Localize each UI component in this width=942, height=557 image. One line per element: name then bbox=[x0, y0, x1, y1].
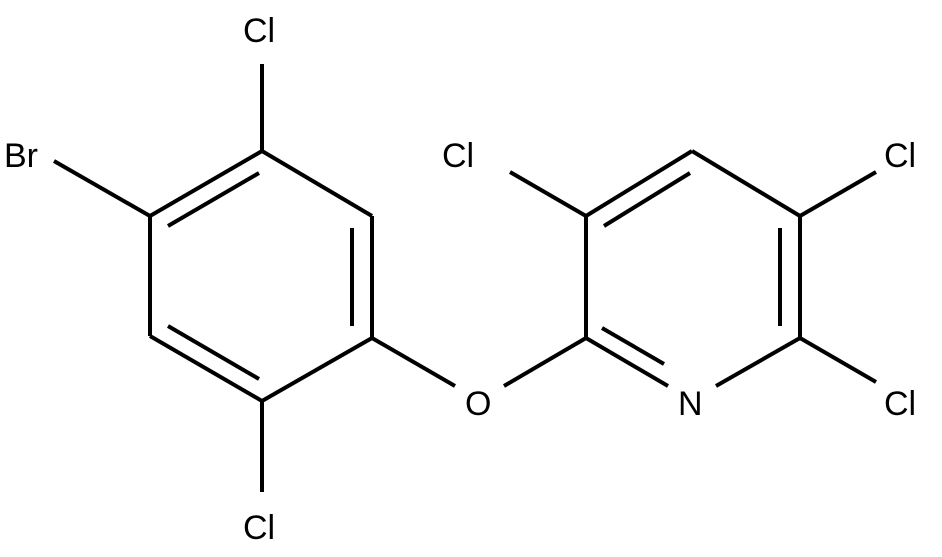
bond-p3-cl bbox=[508, 170, 588, 218]
bond-b3-b4 bbox=[148, 334, 264, 403]
atom-label-br: Br bbox=[4, 137, 38, 175]
bond-b1-b2-inner bbox=[166, 171, 261, 228]
atom-labels: Br Cl Cl O N Cl Cl Cl bbox=[4, 12, 916, 547]
bond-b2-br bbox=[53, 159, 151, 218]
atom-label-cl-bottom: Cl bbox=[243, 509, 275, 547]
bond-n-p2 bbox=[584, 336, 670, 388]
atom-label-o: O bbox=[465, 385, 491, 423]
atom-label-cl-pyr-3: Cl bbox=[442, 137, 474, 175]
bond-o-p2 bbox=[502, 336, 588, 388]
bond-p5-cl bbox=[798, 170, 878, 218]
atom-label-cl-pyr-6: Cl bbox=[884, 385, 916, 423]
bond-b5-o bbox=[370, 336, 457, 388]
bond-p6-cl bbox=[798, 336, 878, 384]
bond-p6-n bbox=[715, 336, 801, 388]
bond-p3-p4-inner bbox=[602, 171, 692, 228]
bonds bbox=[53, 64, 878, 492]
bond-b3-b4-inner bbox=[166, 324, 261, 381]
bond-b1-b2 bbox=[148, 149, 264, 218]
atom-label-cl-top: Cl bbox=[243, 12, 275, 50]
bond-p4-p5 bbox=[690, 149, 802, 218]
bond-p3-p4 bbox=[584, 149, 694, 218]
atom-label-n: N bbox=[678, 385, 703, 423]
bond-b6-b1 bbox=[260, 149, 374, 218]
bond-b4-b5 bbox=[261, 336, 373, 403]
bond-n-p2-inner bbox=[600, 326, 666, 366]
atom-label-cl-pyr-5: Cl bbox=[884, 137, 916, 175]
